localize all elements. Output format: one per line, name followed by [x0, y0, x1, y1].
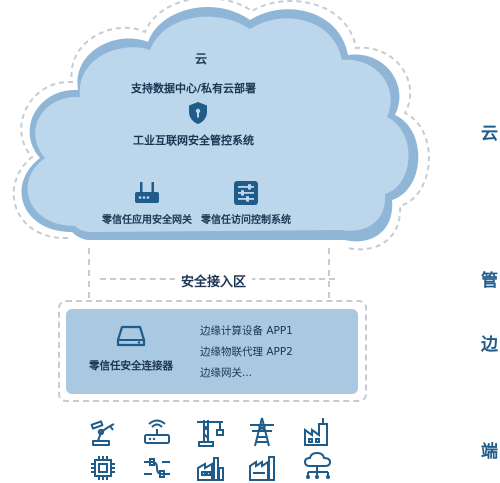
plant-icon [197, 457, 224, 481]
edge-item-1: 边缘计算设备 APP1 [200, 325, 293, 337]
chip-icon [91, 456, 115, 480]
cloud-title: 云 [195, 52, 208, 66]
access-zone-label: 安全接入区 [175, 271, 253, 290]
edge-item-2: 边缘物联代理 APP2 [200, 346, 293, 358]
robot-arm-icon [90, 420, 115, 446]
gateway-label: 零信任应用安全网关 [102, 215, 192, 226]
side-label-pipe: 管 [481, 271, 498, 291]
connector-label: 零信任安全连接器 [89, 360, 173, 372]
side-label-end: 端 [481, 442, 498, 462]
factory-icon [304, 418, 328, 446]
edge-item-3: 边缘网关... [200, 367, 253, 379]
deploy-text: 支持数据中心/私有云部署 [131, 82, 257, 95]
cable-icon [144, 458, 170, 478]
gateway-router-icon [135, 182, 159, 203]
crane-icon [197, 420, 224, 447]
side-label-edge: 边 [481, 335, 498, 355]
industrial-building-icon [249, 456, 275, 481]
edge-zone-frame [58, 300, 367, 402]
power-tower-icon [250, 417, 274, 447]
system-text: 工业互联网安全管控系统 [133, 134, 254, 147]
side-label-cloud: 云 [481, 124, 498, 144]
edge-box [66, 309, 358, 394]
router-icon [144, 419, 170, 444]
access-control-label: 零信任访问控制系统 [201, 215, 291, 226]
connector-icon [116, 325, 146, 347]
shield-icon [189, 102, 207, 124]
access-control-icon [234, 181, 258, 205]
access-zone-frame [88, 248, 330, 298]
cloud-network-icon [303, 451, 332, 479]
